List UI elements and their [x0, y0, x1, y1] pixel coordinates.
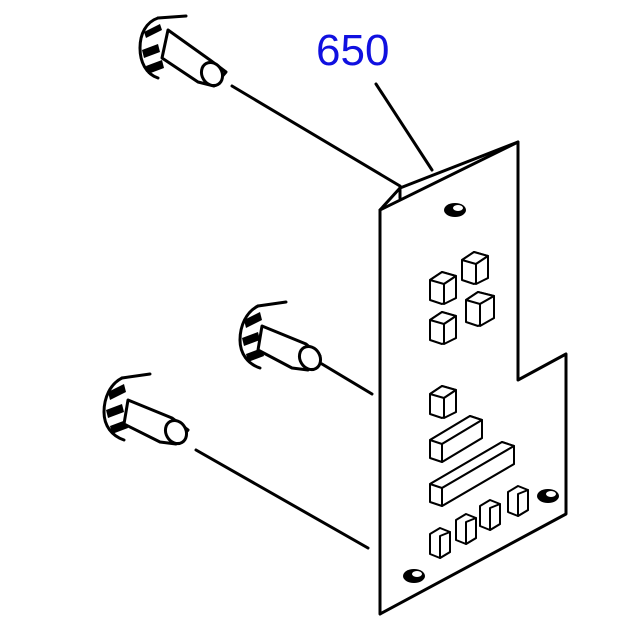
component-small — [479, 499, 501, 531]
circuit-board — [378, 140, 568, 616]
explode-line-top — [230, 84, 402, 188]
part-number-leader-line — [374, 82, 434, 172]
explode-line-middle — [320, 362, 374, 396]
standoff-top — [138, 14, 228, 88]
standoff-bottom — [102, 372, 190, 446]
mounting-hole-bottom — [403, 569, 425, 583]
component-cube — [429, 311, 457, 345]
explode-line-bottom — [194, 448, 370, 550]
component-small — [507, 485, 529, 517]
component-bar — [429, 415, 483, 463]
mounting-hole-right — [537, 489, 559, 503]
component-small — [429, 527, 451, 559]
mounting-hole-top — [444, 203, 466, 217]
component-small — [455, 513, 477, 545]
component-bar — [429, 441, 515, 507]
component-cube — [429, 385, 457, 419]
component-cube — [461, 251, 489, 285]
part-number-label: 650 — [316, 26, 390, 75]
standoff-middle — [238, 300, 323, 372]
component-cube — [465, 291, 495, 327]
component-cube — [429, 271, 457, 305]
